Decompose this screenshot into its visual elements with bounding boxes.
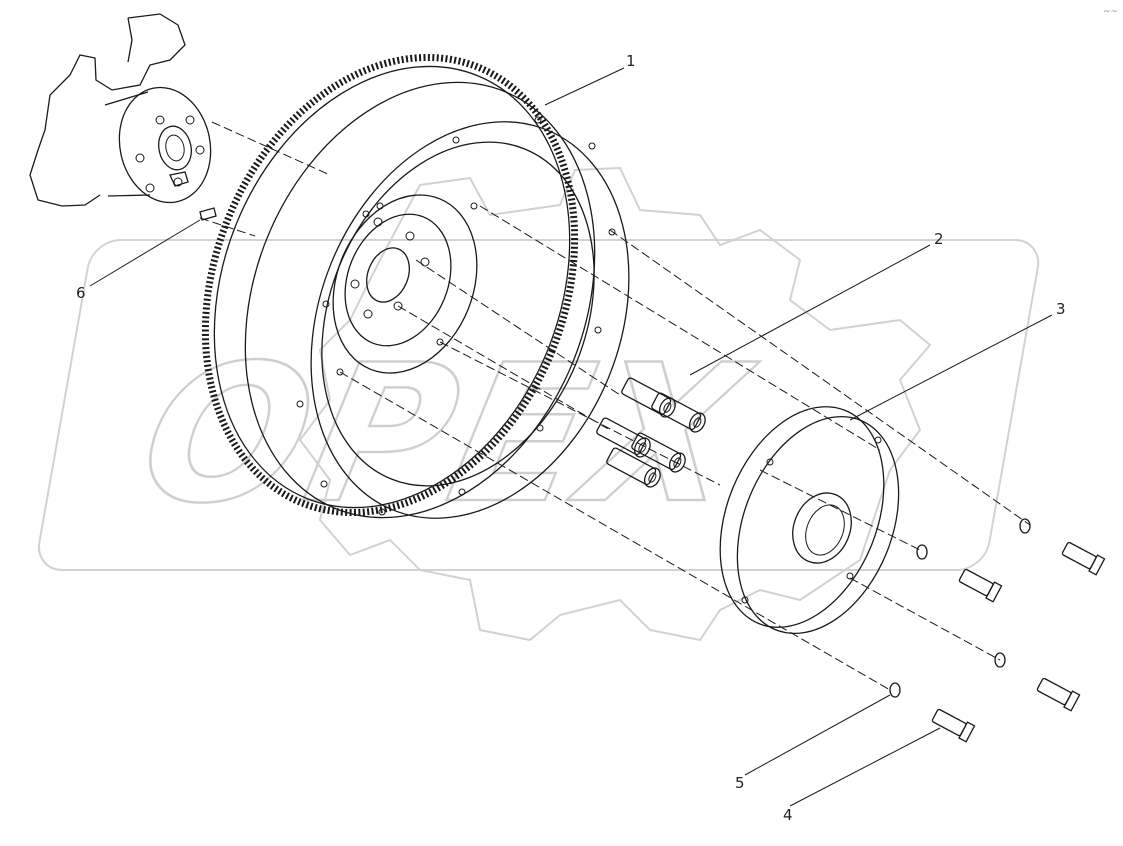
callout-3: 3 <box>1056 300 1066 318</box>
crankshaft-flange <box>29 13 212 207</box>
leader-lines <box>89 67 1053 807</box>
watermark-gear <box>298 166 932 642</box>
flywheel-bolts <box>596 377 706 488</box>
watermark-banner <box>37 239 1040 571</box>
callout-5: 5 <box>735 774 745 792</box>
watermark-logo: OPEX <box>37 166 1040 642</box>
callout-2: 2 <box>934 230 944 248</box>
callout-6: 6 <box>76 284 86 302</box>
corner-mark: ~~ <box>1103 7 1118 17</box>
callout-1: 1 <box>626 52 636 70</box>
watermark-text: OPEX <box>124 325 768 546</box>
callout-labels: 1 2 3 4 5 6 <box>76 52 1066 824</box>
drive-plate <box>719 406 900 635</box>
washers <box>889 518 1031 698</box>
dowel-pin <box>199 207 217 221</box>
plate-bolts <box>931 541 1106 743</box>
callout-4: 4 <box>783 806 793 824</box>
assembly-axis-lines <box>199 121 1031 691</box>
